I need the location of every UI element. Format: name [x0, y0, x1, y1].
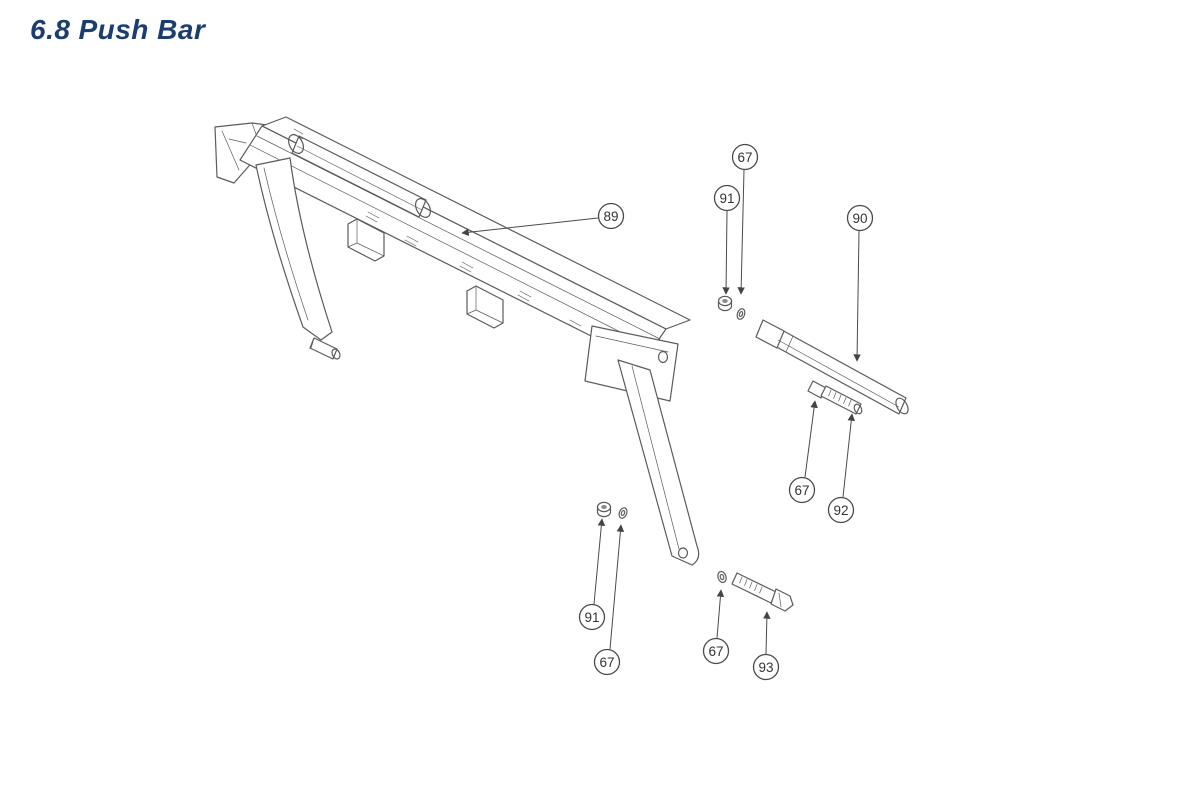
callout-89: 89 — [461, 202, 625, 236]
callout-circle — [846, 204, 874, 232]
nut-67 — [717, 295, 733, 312]
callout-93: 93 — [752, 611, 780, 681]
callout-67-bottom-left: 67 — [593, 524, 625, 676]
washer-91 — [736, 308, 746, 320]
callout-label: 92 — [833, 503, 848, 518]
roller-tube — [287, 128, 432, 218]
nut-67 — [596, 501, 612, 518]
right-end-plate — [584, 325, 679, 402]
callout-label: 67 — [794, 483, 809, 498]
rod-90 — [755, 319, 909, 415]
callout-circle — [593, 648, 621, 676]
callout-label: 67 — [737, 150, 752, 165]
callout-circle — [713, 184, 741, 212]
section-number: 6.8 — [30, 14, 71, 45]
callout-67-top: 67 — [731, 143, 759, 295]
callout-circle — [752, 653, 780, 681]
main-rail — [239, 116, 691, 363]
push-bar-frame — [214, 116, 700, 566]
callout-circle — [702, 637, 730, 665]
callout-label: 89 — [603, 209, 618, 224]
callout-circle — [731, 143, 759, 171]
bolt-93 — [731, 572, 794, 612]
callout-label: 91 — [719, 191, 734, 206]
callout-92: 92 — [827, 413, 856, 524]
callout-label: 67 — [599, 655, 614, 670]
callout-label: 67 — [708, 644, 723, 659]
callout-circle — [597, 202, 625, 230]
callout-circle — [578, 603, 606, 631]
callout-circle — [788, 476, 816, 504]
cross-bracket — [466, 285, 504, 329]
right-leg — [617, 359, 700, 566]
callout-label: 90 — [852, 211, 867, 226]
callout-circle — [827, 496, 855, 524]
callout-91-top: 91 — [713, 184, 741, 295]
callout-91-bottom: 91 — [578, 518, 606, 631]
callout-67-mid: 67 — [788, 400, 818, 504]
washer-67 — [717, 570, 727, 584]
cross-bracket — [347, 218, 385, 262]
washer-67 — [618, 507, 628, 519]
bolt-92 — [807, 380, 863, 415]
callout-label: 91 — [584, 610, 599, 625]
left-leg — [255, 157, 341, 360]
callout-67-bottom-mid: 67 — [702, 589, 730, 665]
section-name: Push Bar — [78, 14, 206, 45]
callout-90: 90 — [846, 204, 874, 362]
callout-label: 93 — [758, 660, 773, 675]
